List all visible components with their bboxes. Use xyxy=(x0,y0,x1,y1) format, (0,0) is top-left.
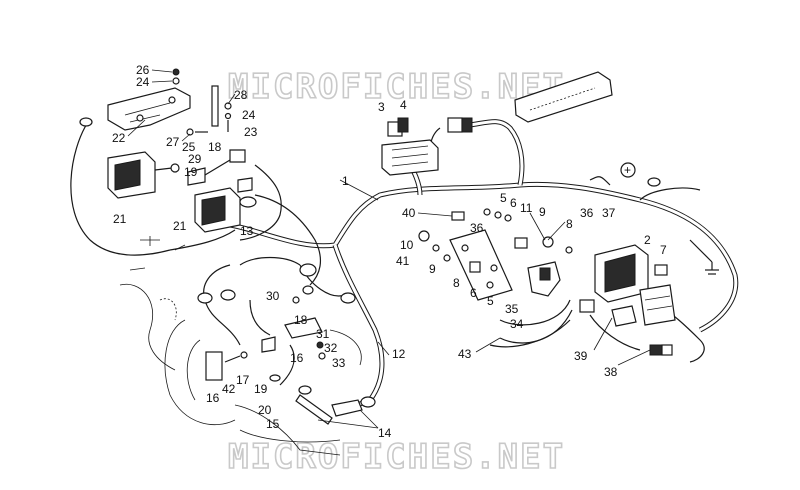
callout-13: 13 xyxy=(240,224,254,238)
callout-11: 11 xyxy=(520,201,533,215)
part-fasteners-28-24-23 xyxy=(211,85,232,132)
callout-9: 9 xyxy=(539,205,546,219)
callout-43: 43 xyxy=(458,347,472,361)
callout-1: 1 xyxy=(342,174,349,188)
part-relay-4 xyxy=(397,117,409,133)
callout-41: 41 xyxy=(396,254,410,268)
part-fasteners-right xyxy=(469,236,573,273)
part-bracket-22 xyxy=(107,87,191,131)
part-led-display xyxy=(514,71,613,123)
callout-38: 38 xyxy=(604,365,618,379)
callout-33: 33 xyxy=(332,356,346,370)
part-ground-terminal xyxy=(647,177,719,275)
callout-26: 26 xyxy=(136,63,150,77)
part-fastener-stack-26-24 xyxy=(172,68,180,85)
leader-lines xyxy=(127,69,651,429)
part-connector-pair xyxy=(447,117,473,133)
part-sensor-34 xyxy=(527,261,561,297)
callout-35: 35 xyxy=(505,302,519,316)
callout-19: 19 xyxy=(184,165,198,179)
watermark-top: MICROFICHES.NET xyxy=(228,67,565,107)
part-fuse-box xyxy=(381,139,439,176)
part-control-unit-2 xyxy=(594,244,668,303)
part-sensor-bracket-30-31 xyxy=(261,296,326,360)
callout-39: 39 xyxy=(574,349,588,363)
callout-42: 42 xyxy=(222,382,236,396)
plus-symbol: + xyxy=(624,163,631,177)
callout-36: 36 xyxy=(470,221,484,235)
callout-16: 16 xyxy=(206,391,220,405)
callout-25: 25 xyxy=(182,140,196,154)
callout-15: 15 xyxy=(266,417,280,431)
callout-37: 37 xyxy=(602,206,616,220)
callout-7: 7 xyxy=(660,243,667,257)
callout-32: 32 xyxy=(324,341,338,355)
callout-40: 40 xyxy=(402,206,416,220)
callout-18: 18 xyxy=(294,313,308,327)
main-harness xyxy=(229,119,739,413)
callout-9: 9 xyxy=(429,262,436,276)
part-ignition-coil-21b xyxy=(194,187,257,233)
part-fasteners-40-5-6 xyxy=(451,208,512,222)
callout-19: 19 xyxy=(254,382,268,396)
watermark-bottom: MICROFICHES.NET xyxy=(228,437,565,477)
callout-6: 6 xyxy=(510,196,517,210)
callout-8: 8 xyxy=(566,217,573,231)
callout-16: 16 xyxy=(290,351,304,365)
callout-21: 21 xyxy=(173,219,187,233)
callout-14: 14 xyxy=(378,426,392,440)
callout-24: 24 xyxy=(242,108,256,122)
callout-21: 21 xyxy=(113,212,127,226)
part-fasteners-10-41-9 xyxy=(418,230,451,262)
callout-labels: 26 24 28 24 23 22 27 25 18 29 19 21 21 1… xyxy=(112,63,667,440)
part-lower-fasteners xyxy=(205,351,281,382)
callout-3: 3 xyxy=(378,100,385,114)
part-plugs-upper xyxy=(197,263,356,304)
callout-27: 27 xyxy=(166,135,180,149)
part-plate-35 xyxy=(449,229,513,301)
part-lambda-sensors-14-15-20 xyxy=(295,385,376,425)
callout-6: 6 xyxy=(470,286,477,300)
callout-18: 18 xyxy=(208,140,222,154)
callout-23: 23 xyxy=(244,125,258,139)
callout-28: 28 xyxy=(234,88,248,102)
callout-22: 22 xyxy=(112,131,126,145)
callout-30: 30 xyxy=(266,289,280,303)
part-connector-block xyxy=(639,284,676,326)
callout-5: 5 xyxy=(500,191,507,205)
part-connector-38 xyxy=(649,344,673,356)
chassis-outline xyxy=(119,236,362,456)
callout-29: 29 xyxy=(188,152,202,166)
part-switch-39 xyxy=(579,299,637,327)
part-bolt-25-27 xyxy=(186,128,208,136)
part-plus-terminal: + xyxy=(620,162,636,178)
callout-8: 8 xyxy=(453,276,460,290)
callout-31: 31 xyxy=(316,327,330,341)
part-ignition-coil-21a xyxy=(107,151,180,199)
callout-36: 36 xyxy=(580,206,594,220)
callout-5: 5 xyxy=(487,294,494,308)
callout-10: 10 xyxy=(400,238,414,252)
callout-20: 20 xyxy=(258,403,272,417)
callout-17: 17 xyxy=(236,373,250,387)
callout-24: 24 xyxy=(136,75,150,89)
part-connector-29-19-18 xyxy=(187,149,253,193)
callout-34: 34 xyxy=(510,317,524,331)
callout-4: 4 xyxy=(400,98,407,112)
callout-2: 2 xyxy=(644,233,651,247)
part-hose-43 xyxy=(499,309,573,344)
part-ring-terminal xyxy=(79,117,93,127)
callout-12: 12 xyxy=(392,347,406,361)
